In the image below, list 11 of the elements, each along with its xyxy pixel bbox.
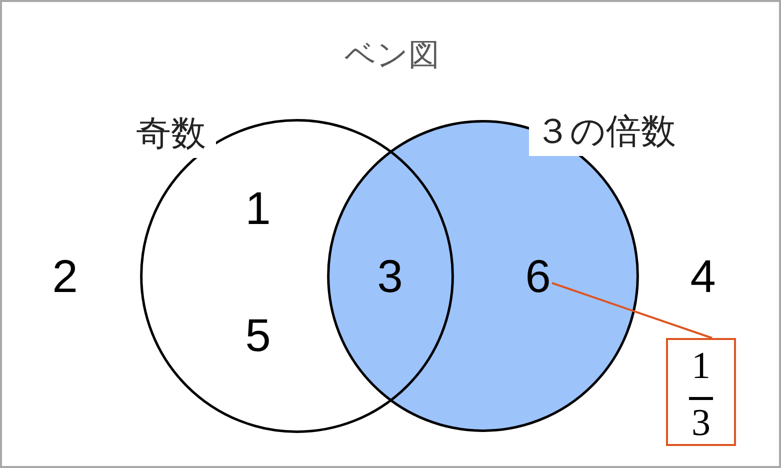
number-label: 4 — [687, 253, 719, 299]
number-label: 1 — [242, 185, 274, 231]
number-label: 2 — [49, 253, 81, 299]
diagram-title: ベン図 — [344, 36, 440, 75]
number-label: 5 — [242, 312, 274, 358]
fraction-box — [666, 338, 736, 446]
leader-line — [552, 282, 712, 339]
numerator: 1 — [690, 347, 712, 385]
number-label: 6 — [522, 253, 554, 299]
denominator: 3 — [690, 404, 712, 442]
number-label: 3 — [374, 253, 406, 299]
